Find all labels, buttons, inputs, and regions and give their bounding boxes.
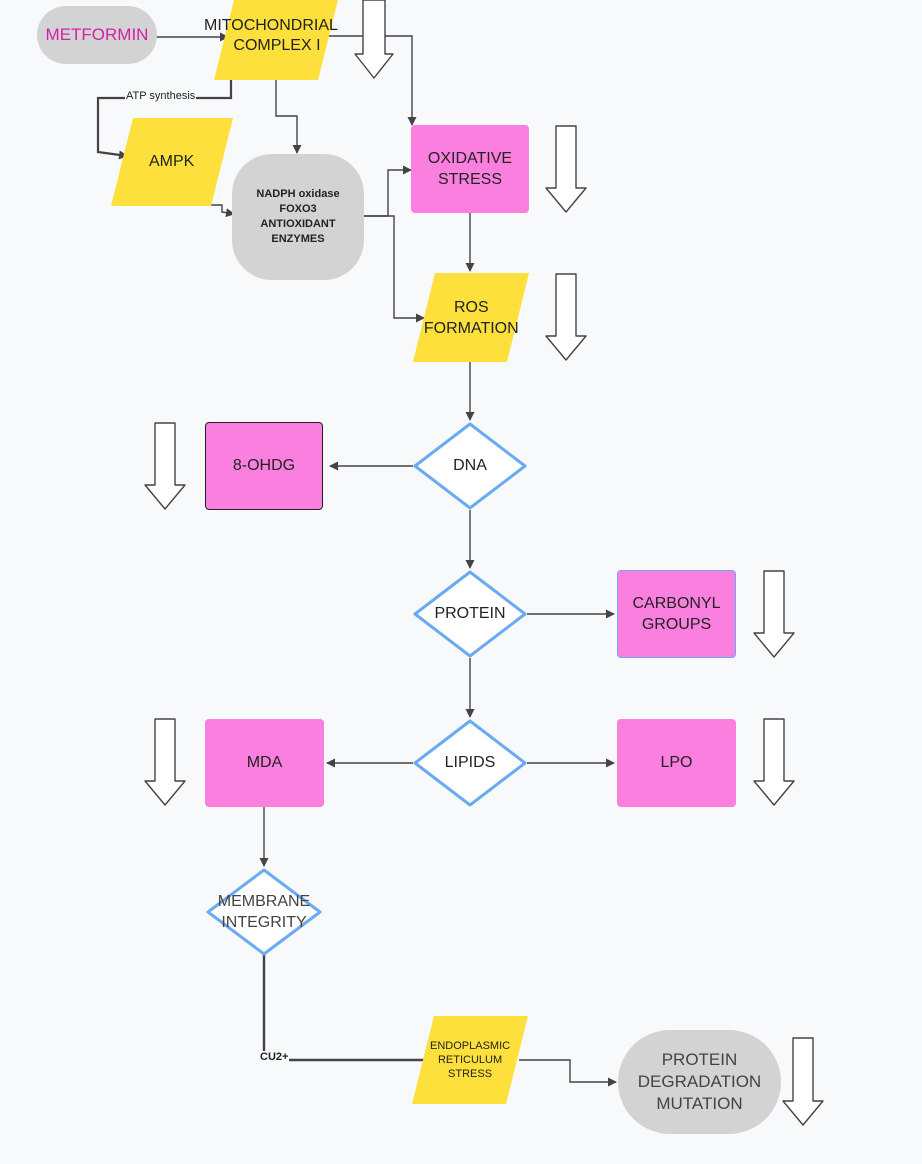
protein-label: PROTEIN xyxy=(434,605,506,622)
er-text: ENDOPLASMIC RETICULUM STRESS xyxy=(430,1039,510,1081)
lipids-node: LIPIDS xyxy=(413,719,527,807)
ros-line1: ROS xyxy=(453,298,489,316)
lipids-label: LIPIDS xyxy=(444,754,496,771)
carbonyl-groups-node: CARBONYL GROUPS xyxy=(617,570,736,658)
er-line3: STRESS xyxy=(447,1068,492,1080)
dna-node: DNA xyxy=(413,422,527,510)
metformin-label: METFORMIN xyxy=(45,25,149,44)
edge-mito-ampk xyxy=(96,80,233,160)
protein-node: PROTEIN xyxy=(413,570,527,658)
down-arrow-mito xyxy=(354,0,394,79)
nadph-foxo3-node: NADPH oxidase FOXO3 ANTIOXIDANT ENZYMES xyxy=(232,154,364,280)
atp-synthesis-label: ATP synthesis xyxy=(125,90,197,102)
edge-mito-oxidative xyxy=(328,35,417,126)
carbonyl-text: CARBONYL GROUPS xyxy=(632,593,720,635)
degradation-line2: DEGRADATION xyxy=(637,1072,762,1091)
nadph-line4: ENZYMES xyxy=(271,233,325,245)
edge-er-degradation xyxy=(519,1059,617,1087)
8-ohdg-label: 8-OHDG xyxy=(232,457,296,474)
carbonyl-line1: CARBONYL xyxy=(632,595,721,612)
mda-node: MDA xyxy=(205,719,324,807)
carbonyl-line2: GROUPS xyxy=(641,616,712,633)
edge-mito-nadph xyxy=(275,80,302,154)
er-line2: RETICULUM xyxy=(437,1054,503,1066)
mito-line1: MITOCHONDRIAL xyxy=(204,17,338,34)
ros-line2: FORMATION xyxy=(423,319,519,337)
dna-label: DNA xyxy=(453,457,487,474)
mito-line2: COMPLEX I xyxy=(233,37,321,54)
down-arrow-ros xyxy=(545,273,587,361)
degradation-text: PROTEIN DEGRADATION MUTATION xyxy=(638,1049,761,1115)
edge-ampk-nadph xyxy=(207,204,235,218)
nadph-text: NADPH oxidase FOXO3 ANTIOXIDANT ENZYMES xyxy=(256,187,339,247)
mitochondrial-complex-node: MITOCHONDRIAL COMPLEX I xyxy=(204,0,338,80)
protein-diamond-shape xyxy=(413,570,527,658)
membrane-diamond-shape xyxy=(206,868,322,956)
metformin-node: METFORMIN xyxy=(37,6,157,64)
edge-membrane-er xyxy=(262,954,433,1065)
membrane-line2: INTEGRITY xyxy=(221,914,307,931)
protein-degradation-node: PROTEIN DEGRADATION MUTATION xyxy=(618,1030,781,1134)
membrane-line1: MEMBRANE xyxy=(217,893,311,910)
down-arrow-degradation xyxy=(782,1037,824,1126)
dna-diamond-shape xyxy=(413,422,527,510)
degradation-line3: MUTATION xyxy=(656,1094,743,1113)
oxidative-stress-node: OXIDATIVE STRESS xyxy=(411,125,529,213)
edge-nadph-ros xyxy=(364,215,425,323)
nadph-line3: ANTIOXIDANT xyxy=(260,218,336,230)
down-arrow-carbonyl xyxy=(753,570,795,658)
oxidative-text: OXIDATIVE STRESS xyxy=(428,148,512,190)
down-arrow-lpo xyxy=(753,718,795,806)
membrane-integrity-node: MEMBRANE INTEGRITY xyxy=(206,868,322,956)
lpo-label: LPO xyxy=(660,754,693,771)
lipids-diamond-shape xyxy=(413,719,527,807)
lpo-node: LPO xyxy=(617,719,736,807)
mitochondrial-complex-text: MITOCHONDRIAL COMPLEX I xyxy=(204,16,338,56)
membrane-text: MEMBRANE INTEGRITY xyxy=(218,891,310,933)
er-line1: ENDOPLASMIC xyxy=(429,1040,511,1052)
nadph-line1: NADPH oxidase xyxy=(256,188,340,200)
down-arrow-ohdg xyxy=(144,422,186,510)
down-arrow-mda xyxy=(144,718,186,806)
cu2-label: CU2+ xyxy=(259,1051,290,1063)
degradation-line1: PROTEIN xyxy=(661,1050,738,1069)
mda-label: MDA xyxy=(246,754,283,771)
8-ohdg-node: 8-OHDG xyxy=(205,422,323,510)
edge-nadph-oxidative xyxy=(364,165,412,217)
oxidative-line2: STRESS xyxy=(437,171,502,188)
oxidative-line1: OXIDATIVE xyxy=(427,150,513,167)
nadph-line2: FOXO3 xyxy=(279,203,317,215)
down-arrow-oxidative xyxy=(545,125,587,213)
ampk-label: AMPK xyxy=(149,153,195,170)
ros-text: ROS FORMATION xyxy=(424,297,519,339)
